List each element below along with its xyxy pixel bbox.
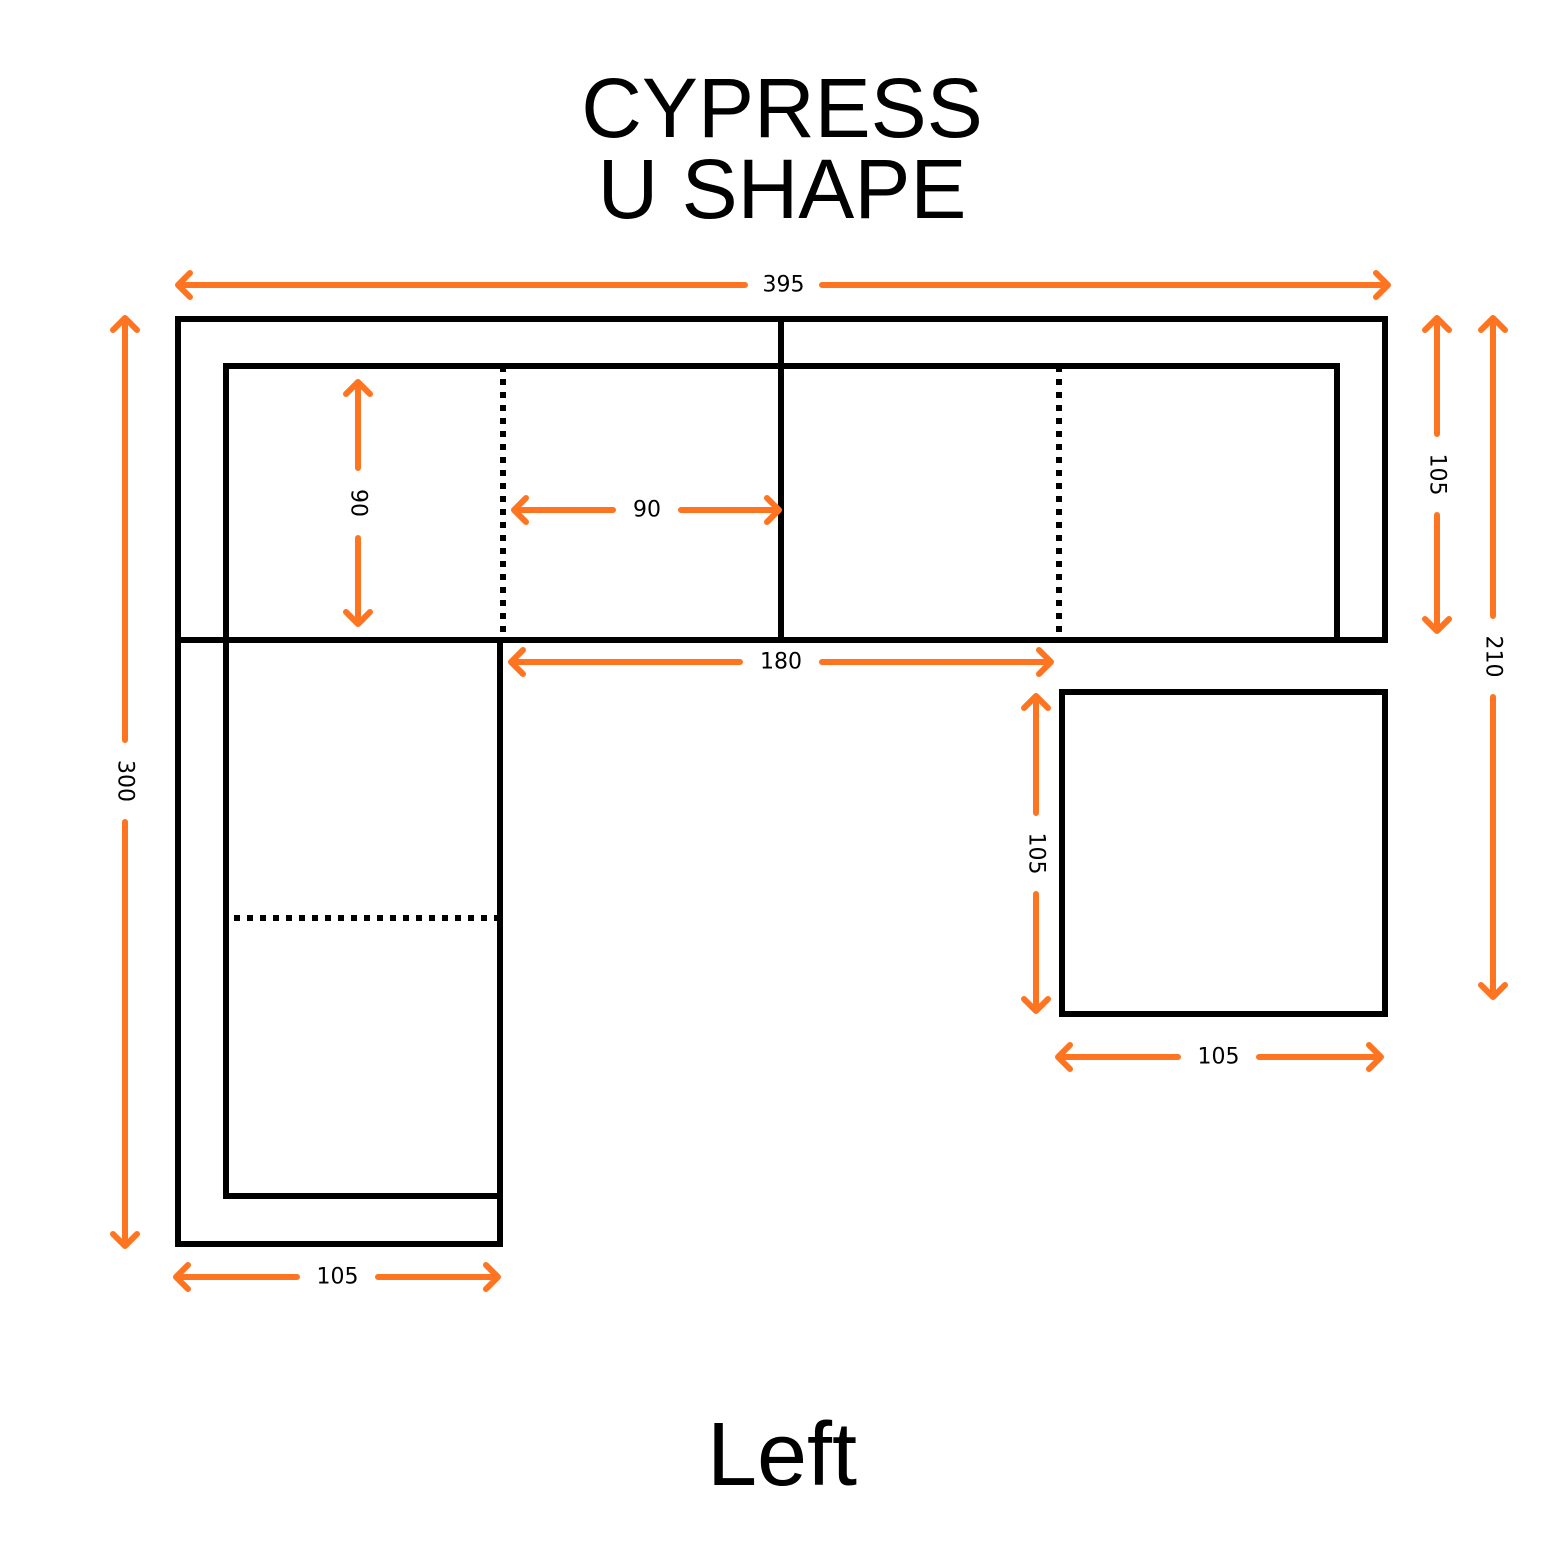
double-arrow-icon	[1422, 315, 1452, 634]
double-arrow-icon	[1478, 315, 1508, 1000]
double-arrow-icon	[508, 647, 1054, 677]
orientation-label: Left	[707, 1405, 857, 1505]
dimension-arrows: 395 300 90 90 180 105 210 105 105 105	[110, 270, 1508, 1292]
double-arrow-icon	[110, 315, 140, 1249]
double-arrow-icon	[343, 379, 373, 627]
double-arrow-icon	[1021, 693, 1051, 1014]
dimension-label: 105	[1198, 1045, 1240, 1070]
dimension-label: 105	[1425, 454, 1450, 496]
ottoman	[1059, 689, 1388, 1017]
dimension-overall-depth-left: 300	[110, 315, 140, 1249]
dimension-opening-width: 180	[508, 647, 1054, 677]
double-arrow-icon	[511, 495, 782, 525]
title-line-2: U SHAPE	[598, 142, 967, 236]
chaise-outer	[175, 637, 503, 1247]
dimension-ottoman-width: 105	[1055, 1042, 1384, 1072]
dimension-label: 105	[1024, 833, 1049, 875]
dimension-overall-depth-right: 210	[1478, 315, 1508, 1000]
dimension-seat-depth: 90	[343, 379, 373, 627]
double-arrow-icon	[173, 1262, 501, 1292]
title-line-1: CYPRESS	[581, 61, 982, 155]
dimension-label: 180	[760, 650, 802, 675]
double-arrow-icon	[175, 270, 1391, 300]
double-arrow-icon	[1055, 1042, 1384, 1072]
dimension-ottoman-depth: 105	[1021, 693, 1051, 1014]
dimension-label: 300	[113, 760, 138, 802]
dimension-label: 105	[317, 1265, 359, 1290]
dimension-label: 90	[346, 489, 371, 517]
sofa-outline	[175, 316, 1388, 1247]
dimension-chaise-width: 105	[173, 1262, 501, 1292]
dimension-label: 210	[1481, 636, 1506, 678]
dimension-label: 395	[763, 273, 805, 298]
dimension-seat-width: 90	[511, 495, 782, 525]
chaise-inner	[223, 640, 500, 1199]
dimension-label: 90	[633, 498, 661, 523]
dimension-overall-width: 395	[175, 270, 1391, 300]
dimension-back-section-depth: 105	[1422, 315, 1452, 634]
